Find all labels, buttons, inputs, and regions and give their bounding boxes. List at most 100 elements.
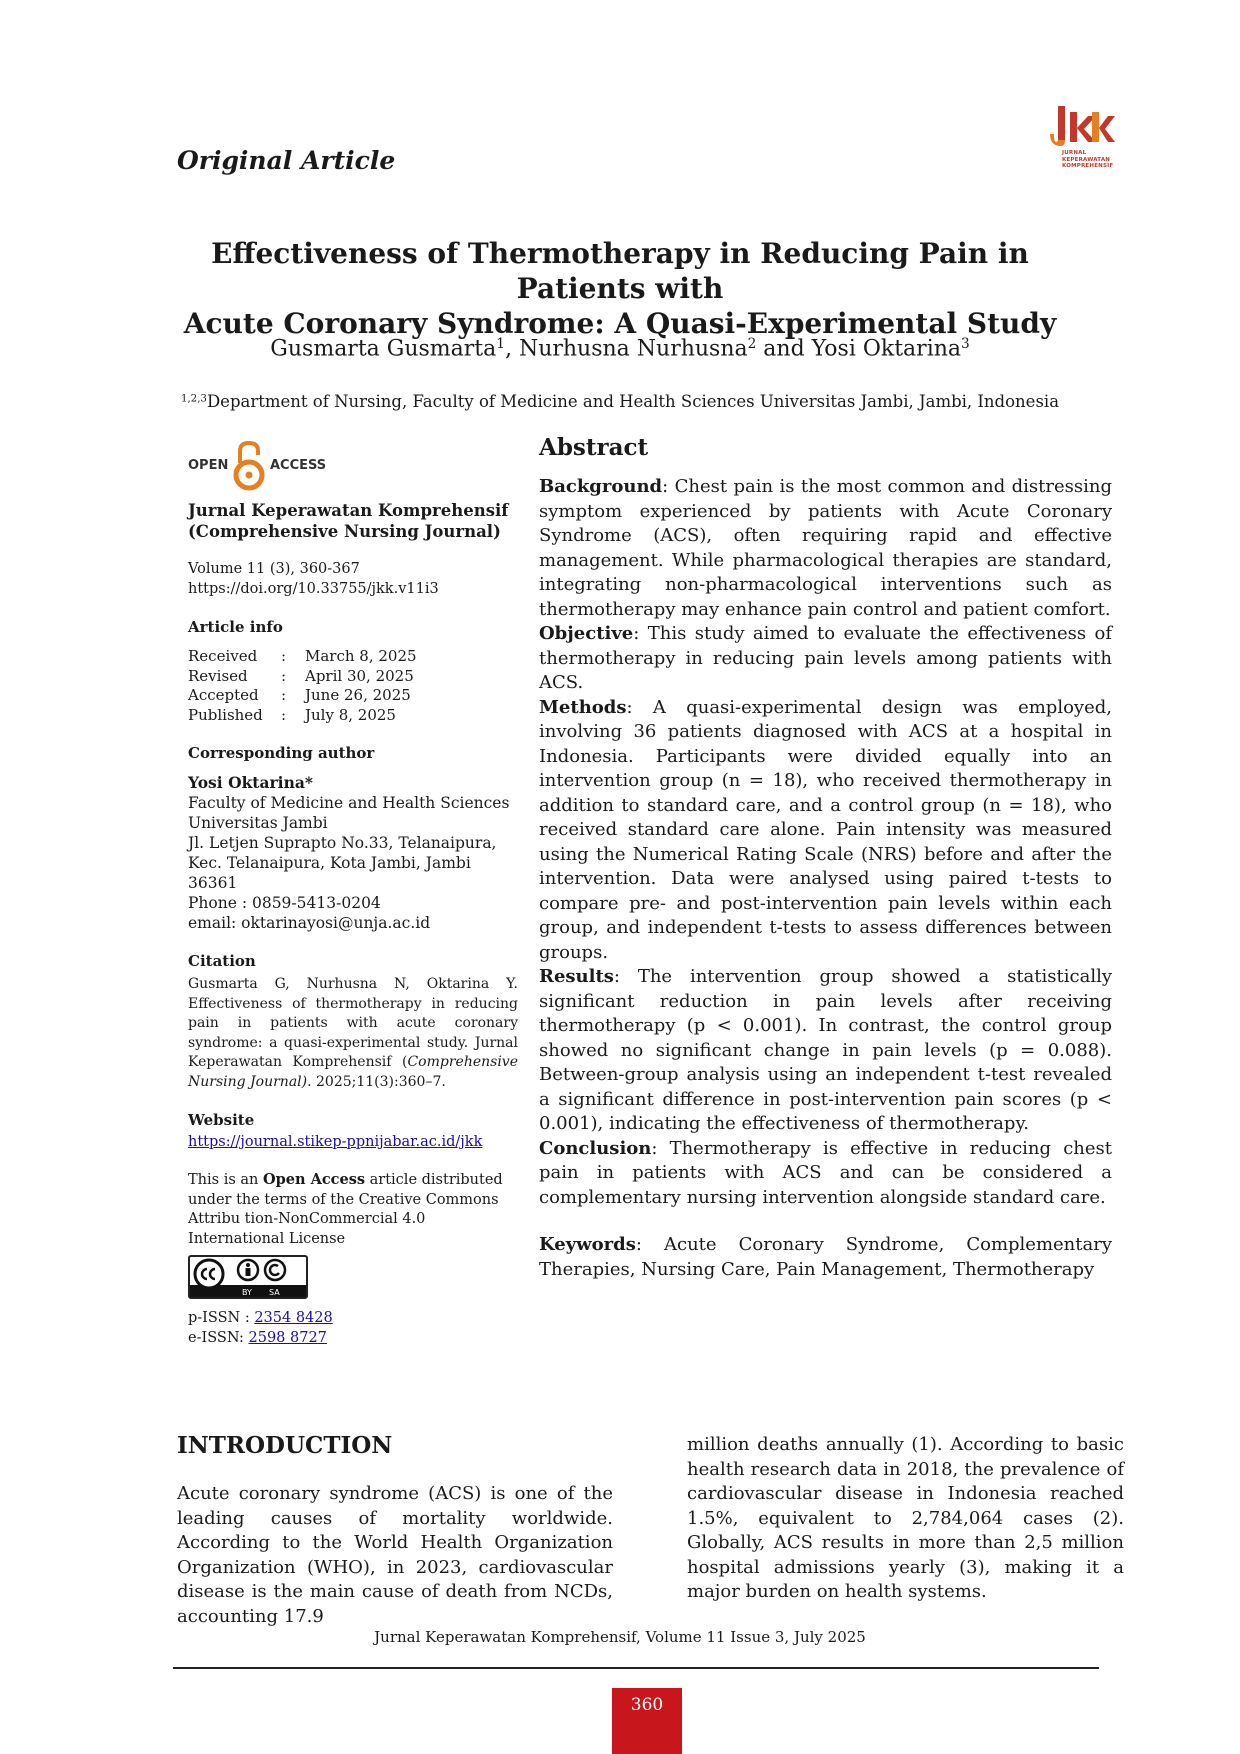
article-info-heading: Article info xyxy=(188,618,283,636)
methods-label: Methods xyxy=(539,696,627,718)
author-sep-1: , xyxy=(504,336,519,362)
date-row: Received: March 8, 2025 xyxy=(188,647,417,667)
corr-phone: Phone : 0859-5413-0204 xyxy=(188,894,381,912)
corr-email[interactable]: email: oktarinayosi@unja.ac.id xyxy=(188,914,431,932)
citation-italic: Comprehensive Nursing Journal) xyxy=(188,1054,518,1090)
date-value: March 8, 2025 xyxy=(305,647,417,665)
abstract-background: Background: Chest pain is the most commo… xyxy=(539,475,1112,622)
abstract-keywords: Keywords: Acute Coronary Syndrome, Compl… xyxy=(539,1233,1112,1282)
jkk-logo-icon xyxy=(1050,106,1115,146)
eissn: e-ISSN: 2598 8727 xyxy=(188,1329,518,1349)
title-line-2: Acute Coronary Syndrome: A Quasi-Experim… xyxy=(183,307,1057,340)
objective-label: Objective xyxy=(539,623,634,644)
background-text: : Chest pain is the most common and dist… xyxy=(539,476,1112,620)
author-3-sup: 3 xyxy=(961,336,970,352)
abstract-heading: Abstract xyxy=(539,434,649,461)
corr-line: 36361 xyxy=(188,874,238,892)
pissn-label: p-ISSN : xyxy=(188,1310,255,1326)
background-label: Background xyxy=(539,476,663,497)
abstract-conclusion: Conclusion: Thermotherapy is effective i… xyxy=(539,1137,1112,1211)
author-1-sup: 1 xyxy=(496,336,505,352)
journal-name: Jurnal Keperawatan Komprehensif (Compreh… xyxy=(188,500,518,542)
volume-block: Volume 11 (3), 360-367 https://doi.org/1… xyxy=(188,560,518,599)
introduction-column-2: million deaths annually (1). According t… xyxy=(687,1434,1124,1602)
results-label: Results xyxy=(539,966,614,987)
abstract-section: Abstract Background: Chest pain is the m… xyxy=(539,434,1112,1282)
doi: https://doi.org/10.33755/jkk.v11i3 xyxy=(188,580,439,597)
license-post: article distributed under the terms of t… xyxy=(188,1172,503,1247)
article-sidebar: Jurnal Keperawatan Komprehensif (Compreh… xyxy=(188,500,518,1348)
dates-table: Received: March 8, 2025 Revised: April 30,… xyxy=(188,647,417,725)
corresponding-heading: Corresponding author xyxy=(188,744,375,762)
objective-text: : This study aimed to evaluate the effec… xyxy=(539,623,1112,693)
date-label: Accepted xyxy=(188,686,259,704)
abstract-body: Background: Chest pain is the most commo… xyxy=(539,475,1112,1282)
date-colon: : xyxy=(281,666,287,685)
date-row: Revised: April 30, 2025 xyxy=(188,667,417,687)
date-colon: : xyxy=(281,686,287,704)
page-number: 360 xyxy=(612,1688,682,1754)
journal-name-line-2: (Comprehensive Nursing Journal) xyxy=(188,522,501,541)
date-value: June 26, 2025 xyxy=(305,686,411,704)
corresponding-name: Yosi Oktarina* xyxy=(188,773,313,792)
author-3: Yosi Oktarina xyxy=(811,336,962,362)
cc-by-label: BY xyxy=(242,1288,252,1297)
article-type: Original Article xyxy=(177,146,396,175)
date-value: July 8, 2025 xyxy=(305,705,396,724)
date-colon: : xyxy=(281,647,287,665)
website: Website https://journal.stikep-ppnijabar… xyxy=(188,1110,518,1152)
date-value: April 30, 2025 xyxy=(305,666,414,685)
pissn-link[interactable]: 2354 8428 xyxy=(254,1310,333,1326)
keywords-text: : Acute Coronary Syndrome, Complementary… xyxy=(539,1234,1118,1280)
citation-text: Gusmarta G, Nurhusna N, Oktarina Y. Effe… xyxy=(188,975,518,1092)
corr-line: Kec. Telanaipura, Kota Jambi, Jambi xyxy=(188,854,471,872)
website-link[interactable]: https://journal.stikep-ppnijabar.ac.id/j… xyxy=(188,1134,483,1150)
cc-by-sa-badge[interactable]: BY SA xyxy=(188,1255,308,1299)
date-colon: : xyxy=(281,705,287,724)
footer-text: Jurnal Keperawatan Komprehensif, Volume … xyxy=(374,1628,866,1646)
corr-line: Universitas Jambi xyxy=(188,814,328,832)
date-label: Revised xyxy=(188,666,248,685)
open-lock-icon xyxy=(233,441,265,491)
citation-heading: Citation xyxy=(188,952,256,970)
affiliation-sup: 1,2,3 xyxy=(180,393,207,405)
keywords-label: Keywords xyxy=(539,1234,636,1255)
date-row: Published: July 8, 2025 xyxy=(188,706,417,726)
date-label: Received xyxy=(188,647,258,665)
eissn-link[interactable]: 2598 8727 xyxy=(248,1329,327,1346)
license-pre: This is an xyxy=(188,1172,263,1188)
author-sep-2: and xyxy=(756,336,812,362)
abstract-methods: Methods: A quasi-experimental design was… xyxy=(539,696,1112,966)
corresponding-author: Corresponding author Yosi Oktarina* Facu… xyxy=(188,743,518,933)
corr-line: Faculty of Medicine and Health Sciences xyxy=(188,794,510,812)
website-heading: Website xyxy=(188,1111,255,1129)
citation-tail: . 2025;11(3):360–7. xyxy=(307,1073,446,1090)
footer-rule xyxy=(173,1667,1099,1669)
conclusion-label: Conclusion xyxy=(539,1137,652,1159)
article-info: Article info Received: March 8, 2025 Revi… xyxy=(188,617,518,725)
eissn-label: e-ISSN: xyxy=(188,1329,249,1346)
methods-text: : A quasi-experimental design was employ… xyxy=(539,696,1112,963)
affiliation: 1,2,3Department of Nursing, Faculty of M… xyxy=(150,392,1090,411)
license-text: This is an Open Access article distribut… xyxy=(188,1170,518,1249)
affiliation-text: Department of Nursing, Faculty of Medici… xyxy=(206,392,1060,411)
author-1: Gusmarta Gusmarta xyxy=(270,336,497,362)
author-list: Gusmarta Gusmarta1, Nurhusna Nurhusna2 a… xyxy=(150,336,1090,362)
oa-right-text: ACCESS xyxy=(270,458,327,473)
journal-logo: JURNAL KEPERAWATAN KOMPREHENSIF xyxy=(1046,106,1116,176)
results-text: : The intervention group showed a statis… xyxy=(539,966,1112,1134)
pissn: p-ISSN : 2354 8428 xyxy=(188,1309,518,1329)
introduction-column-1: Acute coronary syndrome (ACS) is one of … xyxy=(177,1483,613,1627)
author-2: Nurhusna Nurhusna xyxy=(518,336,748,362)
citation: Citation Gusmarta G, Nurhusna N, Oktarin… xyxy=(188,951,518,1092)
logo-text: JURNAL KEPERAWATAN KOMPREHENSIF xyxy=(1062,150,1114,169)
article-title: Effectiveness of Thermotherapy in Reduci… xyxy=(150,236,1090,341)
corr-line: Jl. Letjen Suprapto No.33, Telanaipura, xyxy=(188,834,497,852)
date-label: Published xyxy=(188,705,263,724)
volume: Volume 11 (3), 360-367 xyxy=(188,561,360,577)
license-bold: Open Access xyxy=(262,1171,366,1188)
author-2-sup: 2 xyxy=(747,336,757,352)
journal-name-line-1: Jurnal Keperawatan Komprehensif xyxy=(188,501,509,520)
conclusion-text: : Thermotherapy is effective in reducing… xyxy=(539,1137,1112,1208)
date-row: Accepted: June 26, 2025 xyxy=(188,686,417,706)
